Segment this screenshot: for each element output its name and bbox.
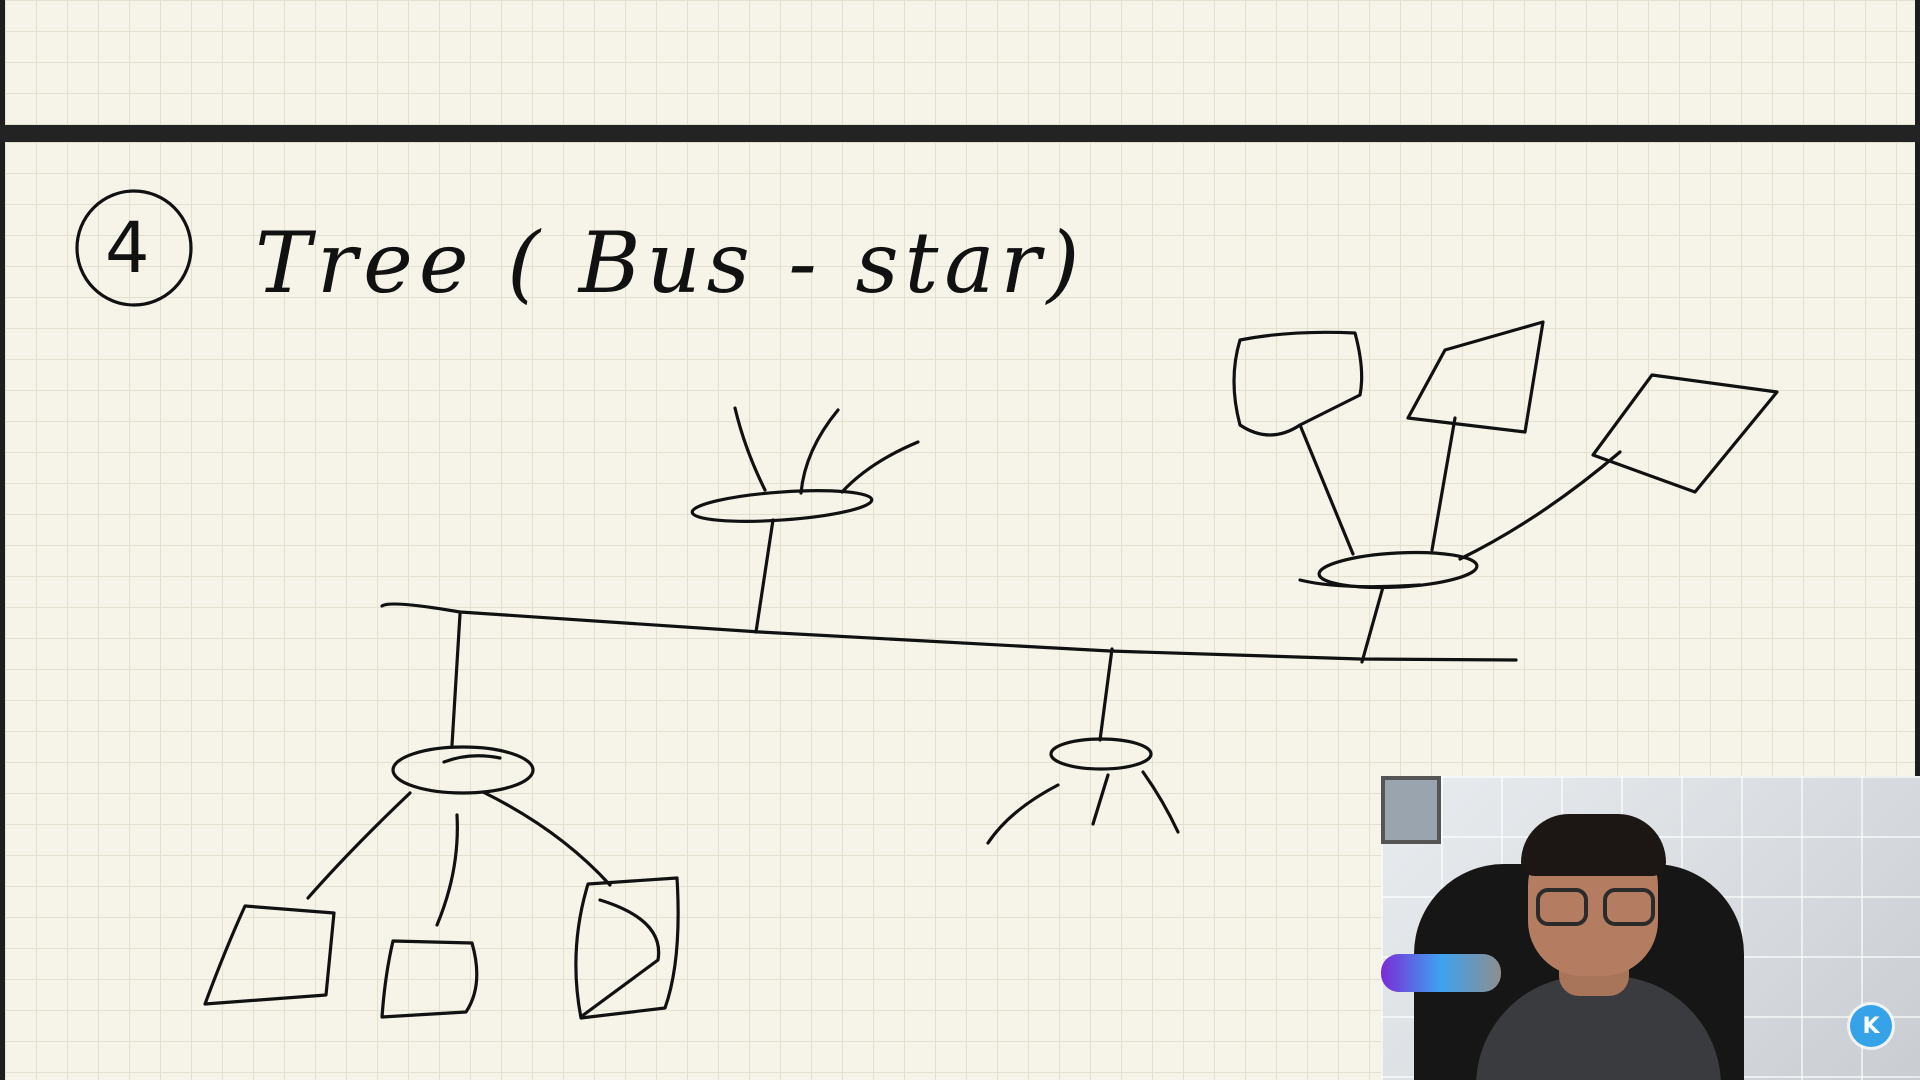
hub-spoke: [733, 406, 767, 492]
hub-right: [1232, 320, 1779, 664]
hub-link: [306, 791, 412, 900]
device-node: [203, 904, 336, 1006]
hub-ellipse: [690, 489, 874, 523]
hub-link: [1430, 416, 1457, 552]
page-divider: [0, 125, 1920, 142]
hub-spoke: [840, 440, 920, 494]
hub-drop-line: [1098, 647, 1114, 742]
glasses-icon: [1536, 888, 1588, 926]
window-frame: [1381, 776, 1441, 844]
hub-ellipse-stroke: [1298, 578, 1422, 589]
device-node: [574, 876, 680, 1020]
hub-drop-line: [754, 518, 775, 634]
hub-bottom-center: [986, 647, 1180, 845]
hub-ellipse-stroke: [442, 754, 502, 764]
device-node: [1591, 373, 1779, 494]
hub-ellipse: [391, 745, 535, 795]
glasses-icon: [1603, 888, 1655, 926]
hub-spoke: [1091, 773, 1110, 826]
hub-left: [203, 612, 680, 1020]
microphone-icon: [1381, 954, 1501, 992]
hub-top-center: [690, 406, 920, 634]
whiteboard-page-top: [5, 0, 1915, 125]
hub-link: [481, 790, 612, 887]
hub-ellipse: [1049, 737, 1153, 771]
hub-spoke: [799, 408, 840, 495]
presenter-hair: [1521, 814, 1666, 876]
hub-spoke: [986, 783, 1060, 845]
hub-link: [435, 813, 459, 927]
heading-number: 4: [105, 207, 150, 289]
hub-link: [1458, 450, 1622, 561]
hub-drop-line: [450, 612, 462, 747]
device-node: [380, 939, 479, 1019]
bus-backbone: [380, 602, 1518, 662]
hub-drop-line: [1360, 585, 1385, 664]
hub-link: [1298, 423, 1355, 556]
heading: 4 Tree ( Bus - star): [75, 189, 1085, 312]
heading-text: Tree ( Bus - star): [255, 214, 1085, 312]
device-node-detail: [580, 898, 661, 1018]
heading-number-circle: [75, 189, 193, 307]
device-node: [1406, 320, 1545, 434]
presenter-webcam: K: [1381, 776, 1920, 1080]
channel-logo-icon: K: [1850, 1005, 1892, 1047]
device-node: [1232, 330, 1364, 437]
hub-spoke: [1141, 770, 1180, 834]
